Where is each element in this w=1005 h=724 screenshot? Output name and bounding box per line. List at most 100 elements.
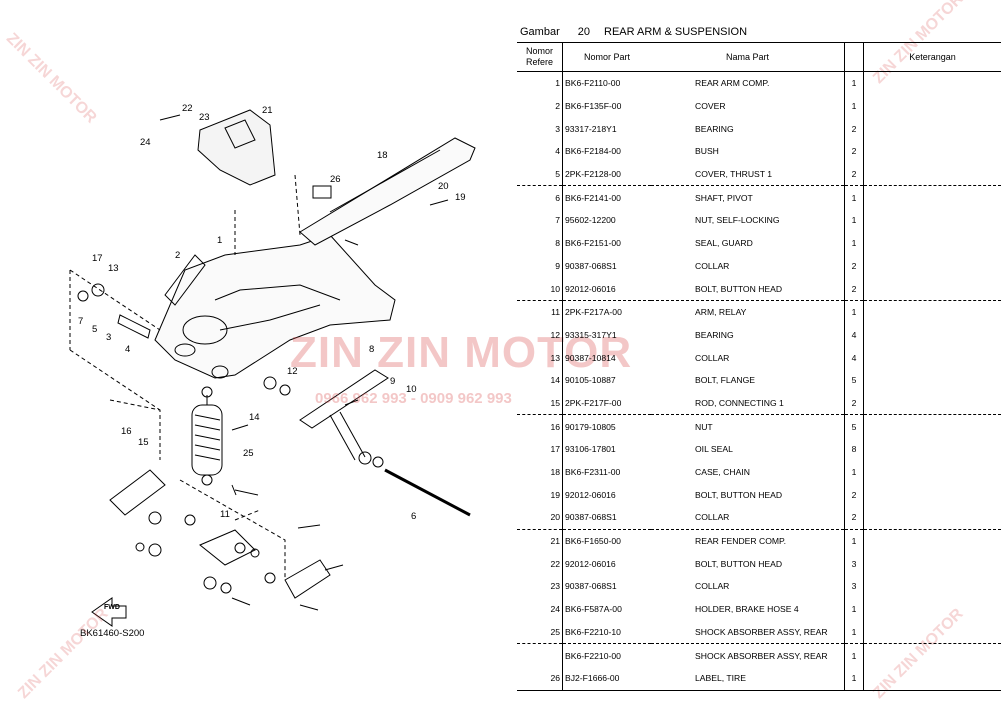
cell-notes: [864, 369, 1002, 392]
callout: 14: [249, 412, 260, 423]
callout: 5: [92, 324, 98, 335]
cell-notes: [864, 117, 1002, 140]
cell-part-number: 92012-06016: [562, 277, 651, 301]
cell-notes: [864, 300, 1002, 323]
col-part-number-header: Nomor Part: [562, 42, 651, 72]
cell-part-number: BK6-F2151-00: [565, 238, 621, 249]
cell-part-number: BK6-F2311-00: [565, 467, 621, 478]
cell-ref: 5: [517, 162, 563, 187]
cell-ref: 2: [517, 94, 563, 118]
cell-notes: [863, 620, 1001, 645]
cell-part-name: REAR FENDER COMP.: [651, 529, 845, 553]
cell-qty: 1: [844, 620, 864, 645]
cell-part-name: REAR ARM COMP.: [651, 71, 845, 95]
cell-notes: [864, 529, 1002, 552]
cell-part-name: SHOCK ABSORBER ASSY, REAR: [651, 643, 845, 667]
cell-notes: [864, 552, 1002, 575]
cell-notes: [864, 575, 1002, 598]
callout: 3: [106, 332, 112, 343]
cell-notes: [864, 415, 1002, 438]
callout: 8: [369, 344, 375, 355]
cell-ref: 3: [517, 117, 563, 141]
cell-notes: [864, 255, 1002, 278]
cell-part-number: 2PK-F217A-00: [565, 307, 622, 318]
cell-notes: [863, 506, 1001, 530]
cell-qty: 1: [844, 185, 864, 210]
fwd-arrow-icon: [91, 597, 127, 627]
cell-part-number: BK6-F2210-10: [562, 620, 651, 645]
callout: 10: [406, 384, 417, 395]
gambar-label: Gambar: [520, 26, 560, 38]
cell-qty: 2: [844, 117, 864, 141]
cell-qty: 1: [844, 71, 864, 95]
cell-notes: [864, 140, 1002, 163]
cell-ref: 7: [517, 209, 563, 232]
callout: 26: [330, 174, 341, 185]
cell-notes: [863, 666, 1001, 691]
cell-qty: 2: [844, 391, 864, 416]
fwd-label: FWD: [104, 604, 120, 611]
callout: 22: [182, 103, 193, 114]
col-qty-header: [844, 42, 864, 72]
cell-part-number: 93315-317Y1: [565, 329, 617, 340]
callout: 13: [108, 263, 119, 274]
callout: 24: [140, 137, 151, 148]
cell-part-name: BEARING: [651, 323, 845, 347]
cell-part-number: BK6-F2141-00: [565, 192, 621, 203]
cell-notes: [864, 209, 1002, 232]
cell-ref: 22: [517, 552, 563, 576]
cell-part-number: 90387-10814: [565, 352, 616, 363]
callout: 11: [220, 509, 230, 520]
cell-ref: 18: [517, 460, 563, 484]
gambar-number: 20: [577, 26, 590, 38]
diagram-code: BK61460-S200: [80, 628, 145, 639]
cell-part-number: 90179-10805: [565, 421, 616, 432]
callout: 20: [438, 181, 449, 192]
cell-qty: 1: [844, 300, 864, 324]
parts-diagram: 1 2 3 4 5 6 7 8 9 10 11 12 13 14 15 16 1…: [69, 103, 476, 639]
cell-part-number: 93106-17801: [565, 444, 616, 455]
cell-ref: 14: [517, 368, 563, 392]
cell-qty: 1: [844, 666, 864, 691]
cell-notes: [863, 162, 1001, 187]
exploded-view-drawing: [69, 109, 476, 627]
cell-ref: 11: [517, 300, 563, 324]
cell-notes: [864, 483, 1002, 506]
callout: 9: [390, 376, 396, 387]
cell-notes: [863, 277, 1001, 301]
callout: 19: [455, 192, 466, 203]
cell-qty: 1: [844, 94, 864, 118]
cell-notes: [864, 461, 1002, 484]
cell-part-name: SEAL, GUARD: [651, 231, 845, 255]
cell-part-name: NUT, SELF-LOCKING: [651, 209, 845, 232]
cell-part-name: BOLT, FLANGE: [651, 368, 845, 392]
cell-ref: 16: [517, 414, 563, 438]
callout-labels: 1 2 3 4 5 6 7 8 9 10 11 12 13 14 15 16 1…: [78, 103, 466, 639]
cell-ref: 21: [517, 529, 563, 553]
cell-qty: 2: [844, 506, 864, 530]
cell-part-name: BOLT, BUTTON HEAD: [651, 552, 845, 576]
col-notes-header: Keterangan: [863, 42, 1001, 72]
callout: 6: [411, 511, 417, 522]
cell-part-number: 90387-068S1: [562, 506, 651, 530]
cell-qty: 1: [844, 460, 864, 484]
